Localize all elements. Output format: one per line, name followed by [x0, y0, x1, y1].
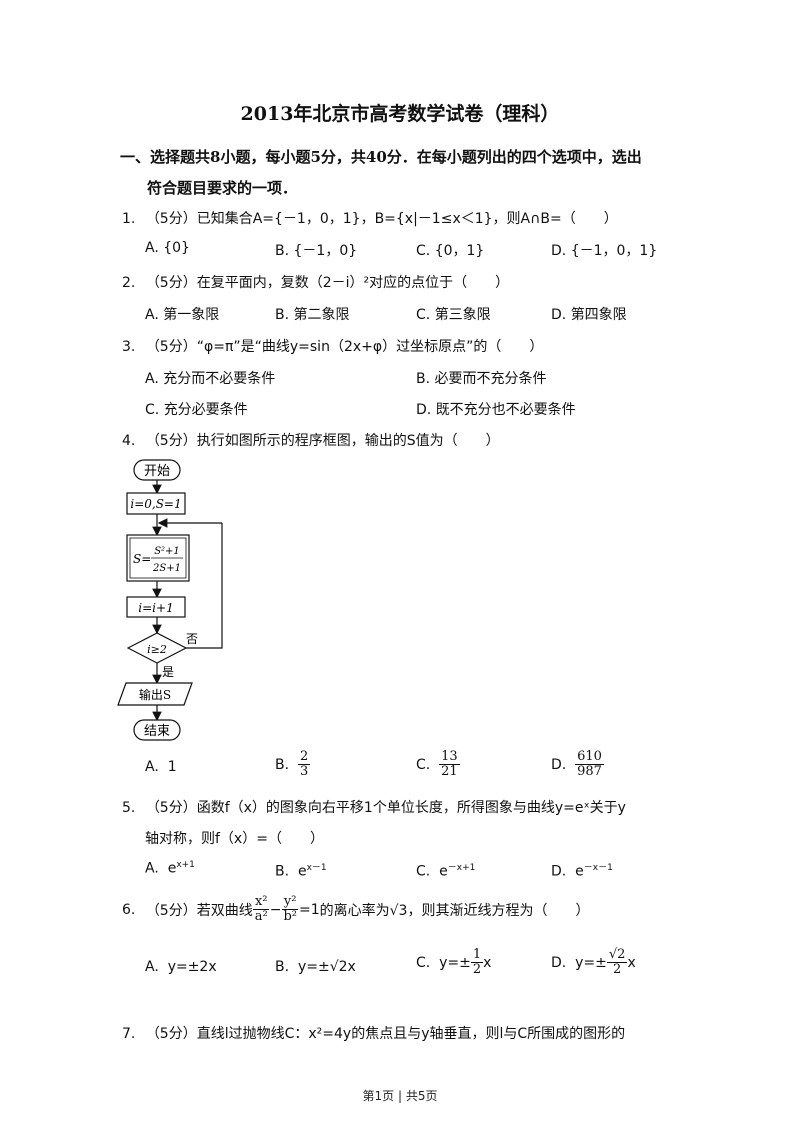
option-3d: D. 既不充分也不必要条件 [416, 402, 576, 418]
option-5c: C. e－x+1 [416, 863, 476, 880]
no-label: 否 [186, 632, 198, 646]
question-number: 5. [122, 800, 136, 816]
assign-numerator: S²+1 [154, 546, 180, 557]
question-5-cont: 轴对称，则f（x）=（ ） [145, 831, 324, 847]
option-5d: D. e－x－1 [551, 863, 613, 880]
init-box [126, 492, 186, 515]
question-text: （5分）直线l过抛物线C：x²=4y的焦点且与y轴垂直，则l与C所围成的图形的 [145, 1026, 626, 1042]
question-number: 3. [122, 339, 136, 355]
option-1b: B. {－1，0} [275, 243, 358, 259]
question-4: 4. （5分）执行如图所示的程序框图，输出的S值为（ ） [122, 430, 500, 450]
question-3: 3. （5分）“φ=π”是“曲线y=sin（2x+φ）过坐标原点”的（ ） [122, 336, 543, 356]
question-text: （5分）执行如图所示的程序框图，输出的S值为（ ） [145, 433, 500, 449]
question-2: 2. （5分）在复平面内，复数（2－i）²对应的点位于（ ） [122, 272, 509, 292]
no-branch-line [186, 523, 223, 649]
output-parallelogram [117, 682, 193, 706]
question-text: （5分）在复平面内，复数（2－i）²对应的点位于（ ） [145, 275, 510, 291]
option-2c: C. 第三象限 [416, 307, 491, 323]
option-2a: A. 第一象限 [145, 307, 220, 323]
condition-label: i≥2 [147, 643, 167, 656]
question-number: 7. [122, 1026, 136, 1042]
yes-label: 是 [162, 665, 174, 679]
end-label: 结束 [144, 724, 170, 739]
question-number: 2. [122, 275, 136, 291]
question-number: 6. [122, 901, 136, 918]
end-terminal [133, 719, 181, 741]
question-1: 1. （5分）已知集合A={－1，0，1}，B={x|－1≤x＜1}，则A∩B=… [122, 208, 618, 228]
question-7: 7. （5分）直线l过抛物线C：x²=4y的焦点且与y轴垂直，则l与C所围成的图… [122, 1023, 625, 1043]
question-text: （5分）函数f（x）的图象向右平移1个单位长度，所得图象与曲线y=eˣ关于y [145, 800, 626, 816]
assign-lhs: S= [133, 552, 151, 566]
increment-label: i=i+1 [138, 601, 173, 615]
page-title: 2013年北京市高考数学试卷（理科） [240, 103, 560, 125]
question-5: 5. （5分）函数f（x）的图象向右平移1个单位长度，所得图象与曲线y=eˣ关于… [122, 797, 626, 817]
section-heading: 一、选择题共8小题，每小题5分，共40分．在每小题列出的四个选项中，选出 [120, 148, 642, 166]
option-3c: C. 充分必要条件 [145, 402, 248, 418]
question-text-post: 的离心率为√3，则其渐近线方程为（ ） [319, 902, 590, 919]
option-1c: C. {0，1} [416, 243, 485, 259]
option-3b: B. 必要而不充分条件 [416, 371, 547, 387]
page-footer: 第1页 | 共5页 [362, 1089, 438, 1103]
section-heading-cont: 符合题目要求的一项． [147, 179, 298, 197]
increment-box [126, 596, 186, 618]
option-6b: B. y=±√2x [275, 959, 356, 975]
option-2b: B. 第二象限 [275, 307, 350, 323]
option-3a: A. 充分而不必要条件 [145, 371, 276, 387]
option-5b: B. ex－1 [275, 863, 327, 880]
question-text: （5分）已知集合A={－1，0，1}，B={x|－1≤x＜1}，则A∩B=（ ） [145, 211, 618, 227]
option-6a: A. y=±2x [145, 959, 217, 975]
option-4a: A. 1 [145, 759, 177, 775]
option-1a: A. {0} [145, 240, 190, 256]
option-5a: A. ex+1 [145, 860, 195, 877]
question-text: （5分）“φ=π”是“曲线y=sin（2x+φ）过坐标原点”的（ ） [145, 339, 544, 355]
assign-inner-frame [129, 537, 187, 579]
question-number: 4. [122, 433, 136, 449]
assign-denominator: 2S+1 [152, 563, 181, 574]
option-2d: D. 第四象限 [551, 307, 627, 323]
output-label: 输出S [139, 687, 171, 702]
question-number: 1. [122, 211, 136, 227]
question-text: （5分）若双曲线 [145, 902, 253, 919]
option-1d: D. {－1，0，1} [551, 243, 658, 259]
init-label: i=0,S=1 [130, 497, 181, 511]
start-label: 开始 [144, 464, 170, 479]
program-flowchart: 开始 i=0,S=1 S= S²+1 2S+1 i=i+1 i≥2 否 是 输出… [117, 459, 223, 741]
